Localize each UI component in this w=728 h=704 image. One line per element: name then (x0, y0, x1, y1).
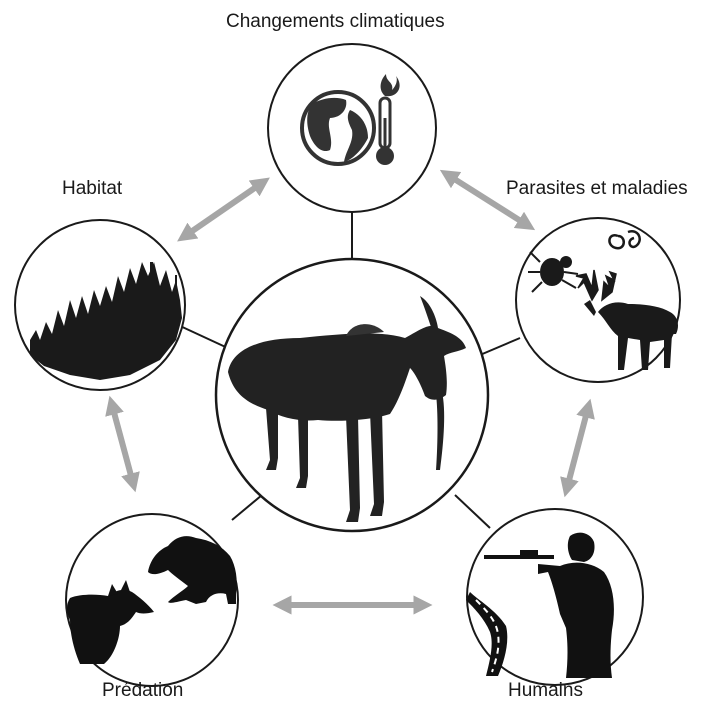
center-moose-node (216, 259, 488, 531)
predation-node (66, 514, 238, 686)
label-parasites: Parasites et maladies (506, 178, 688, 200)
habitat-node (15, 220, 185, 390)
parasites-node (516, 218, 680, 382)
label-climate: Changements climatiques (226, 11, 445, 33)
label-humans: Humains (508, 680, 583, 702)
arrow-habitat-predation (112, 405, 133, 483)
humans-node (466, 509, 643, 685)
arrow-parasites-humans (567, 408, 588, 488)
climate-node (268, 44, 436, 212)
label-predation: Prédation (102, 680, 183, 702)
label-habitat: Habitat (62, 178, 122, 200)
arrow-habitat-climate (185, 183, 262, 236)
